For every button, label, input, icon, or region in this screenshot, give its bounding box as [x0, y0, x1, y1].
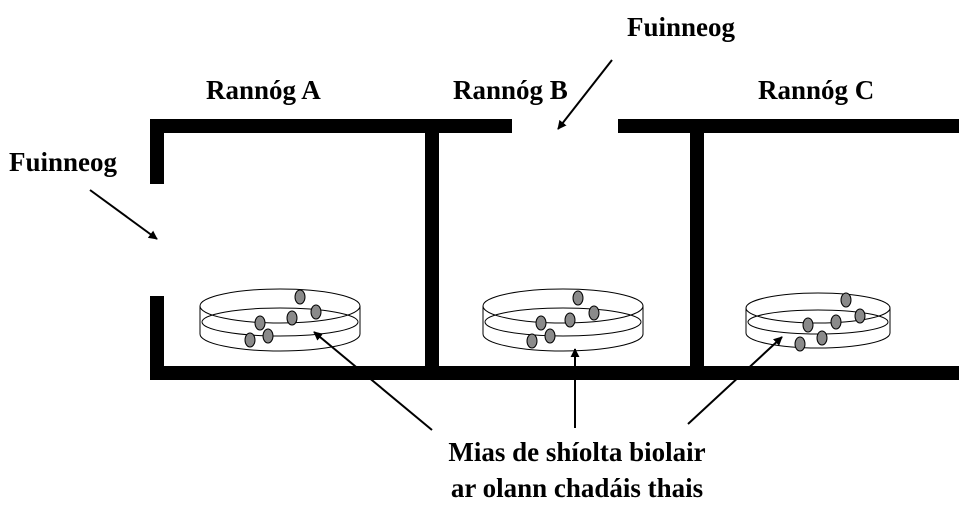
section-a-label: Rannóg A [206, 75, 321, 105]
left-wall-lower [150, 296, 164, 379]
left-wall-upper [150, 119, 164, 184]
dish-a-arrow [313, 331, 433, 431]
divider-b-c [690, 119, 704, 379]
top-wall-right [618, 119, 959, 133]
section-b-label: Rannóg B [453, 75, 568, 105]
dish-caption-line-1: Mias de shíolta biolair [448, 437, 705, 467]
left-window-arrow [89, 189, 158, 240]
chamber-walls [150, 119, 959, 380]
dish-caption-line-2: ar olann chadáis thais [451, 473, 703, 503]
divider-a-b [425, 119, 439, 379]
dish-c-arrow [687, 336, 783, 425]
section-c-label: Rannóg C [758, 75, 874, 105]
seed-dish-b [482, 288, 644, 352]
top-wall-left [150, 119, 512, 133]
top-window-arrow [557, 59, 613, 130]
top-window-label: Fuinneog [627, 12, 736, 42]
bottom-wall [150, 366, 959, 380]
seed-dish-a [199, 288, 361, 352]
seed-dish-c [745, 292, 891, 352]
left-window-label: Fuinneog [9, 147, 118, 177]
